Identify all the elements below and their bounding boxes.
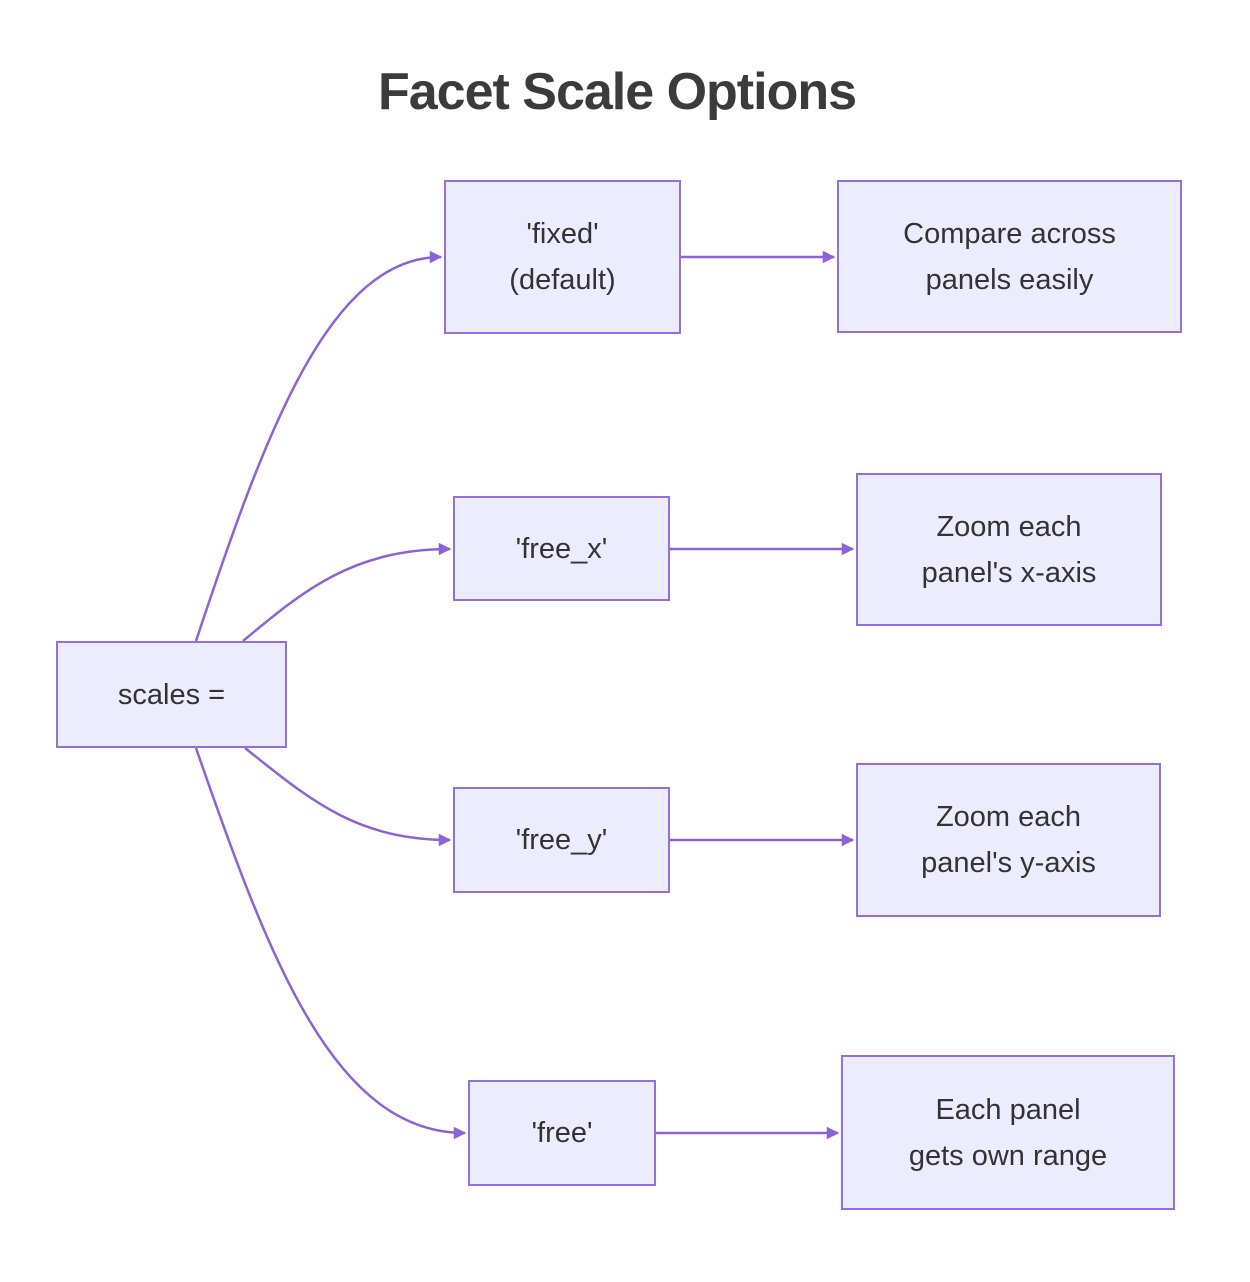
node-label-line1: Compare across [903, 217, 1116, 250]
node-free-x-description: Zoom each panel's x-axis [856, 473, 1162, 626]
node-free-description: Each panel gets own range [841, 1055, 1175, 1210]
node-free-x: 'free_x' [453, 496, 670, 601]
node-label: 'free_x' [515, 532, 608, 565]
node-label-line1: Zoom each [935, 801, 1082, 833]
node-free: 'free' [468, 1080, 656, 1186]
node-label: 'free' [531, 1117, 593, 1149]
edge-root-to-free-x [242, 542, 452, 642]
node-label-line2: gets own range [908, 1139, 1108, 1172]
node-label: scales = [117, 678, 226, 711]
node-label: 'free_y' [515, 824, 608, 856]
node-label-line2: (default) [509, 264, 616, 296]
diagram-title: Facet Scale Options [377, 63, 857, 121]
node-free-y-description: Zoom each panel's y-axis [856, 763, 1161, 917]
node-label-line2: panel's y-axis [921, 847, 1096, 879]
node-label-line1: Zoom each [936, 510, 1082, 543]
edge-root-to-free-y [244, 747, 452, 847]
node-free-y: 'free_y' [453, 787, 670, 893]
node-label-line1: 'fixed' [526, 218, 599, 250]
node-fixed: 'fixed' (default) [444, 180, 681, 334]
edge-root-to-fixed [194, 250, 443, 642]
node-scales-root: scales = [56, 641, 287, 748]
node-label-line2: panel's x-axis [921, 556, 1097, 589]
node-label-line2: panels easily [925, 263, 1094, 296]
node-label-line1: Each panel [935, 1093, 1081, 1126]
node-fixed-description: Compare across panels easily [837, 180, 1182, 333]
edge-root-to-free [194, 747, 467, 1140]
